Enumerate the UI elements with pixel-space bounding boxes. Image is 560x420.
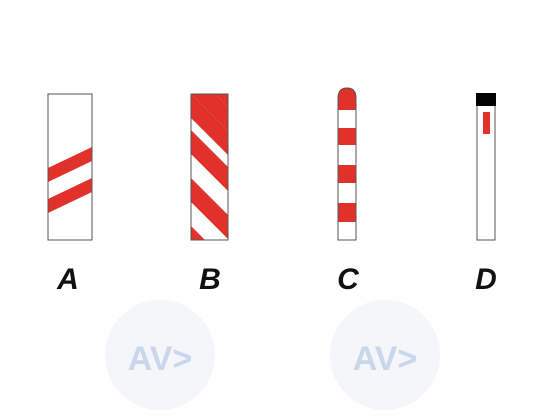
post-c [337, 87, 357, 241]
option-label-a: A [57, 263, 79, 296]
post-a-stripe-upper [48, 147, 92, 182]
watermark-logo-left: AV> [105, 300, 215, 410]
post-d-black-cap [476, 93, 496, 106]
post-b [190, 93, 229, 241]
post-a [47, 93, 93, 241]
option-label-c: C [337, 263, 359, 296]
watermark-logo-right: AV> [330, 300, 440, 410]
post-c-band [338, 203, 356, 222]
post-c-band-top [338, 88, 356, 110]
option-label-d: D [475, 263, 497, 296]
post-a-stripe-lower [48, 178, 92, 213]
post-c-band [338, 165, 356, 183]
option-label-b: B [199, 263, 221, 296]
watermark-logo-text: AV> [128, 340, 193, 378]
post-c-band [338, 128, 356, 145]
post-d [476, 93, 496, 241]
post-d-red-reflector [483, 112, 490, 134]
watermark-logo-text: AV> [353, 340, 418, 378]
